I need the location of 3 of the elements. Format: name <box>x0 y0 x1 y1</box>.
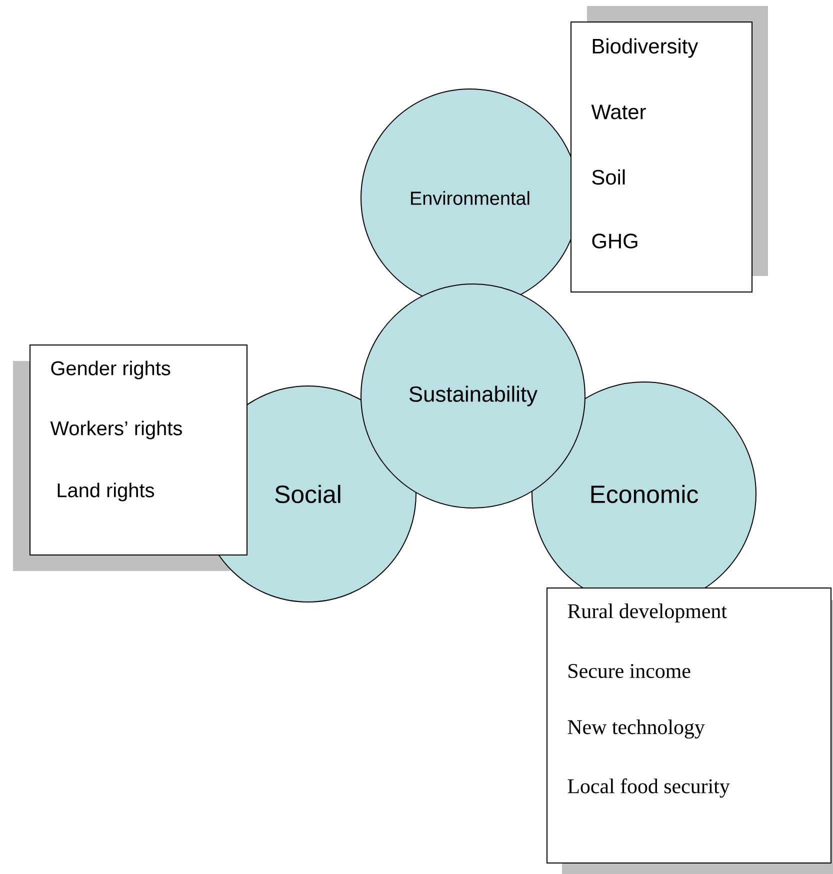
list-box: Gender rights Workers’ rights Land rights <box>30 344 248 556</box>
list-box: Biodiversity Water Soil GHG <box>570 22 752 292</box>
list-box: Rural development Secure income New technology Local food security <box>546 588 832 864</box>
